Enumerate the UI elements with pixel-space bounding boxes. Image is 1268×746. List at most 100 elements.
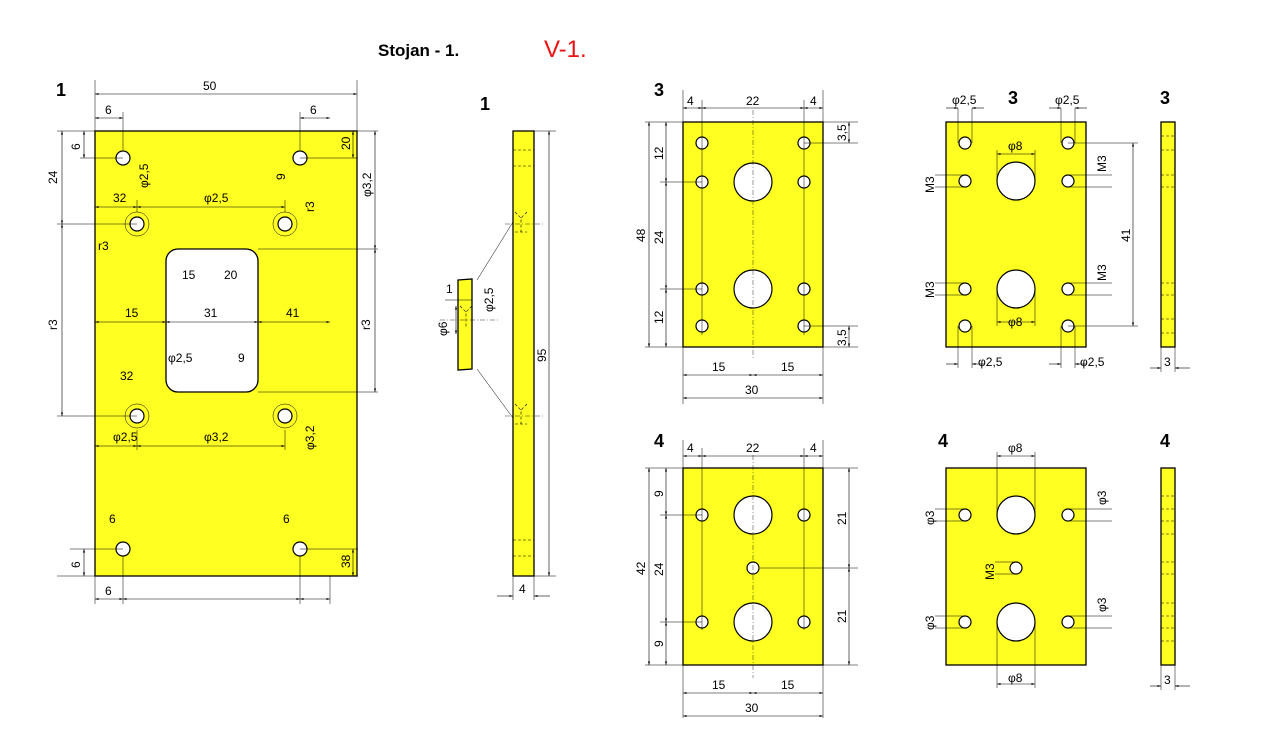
dim-label: 24: [652, 230, 666, 244]
part-4-front-view-b: 4 φ8 φ3 φ3 M3 φ3 φ3 φ8: [923, 431, 1112, 688]
part-1-side-view: 1 1 φ2,5 φ6 95 4: [436, 94, 556, 600]
dim-label: φ3: [923, 510, 937, 525]
dim-label: M3: [1095, 155, 1109, 172]
dim-label: 3,5: [835, 329, 849, 346]
part-label: 3: [1160, 88, 1170, 108]
dim-label: 9: [238, 351, 245, 365]
dim-label: 4: [810, 441, 817, 455]
dim-label: φ2,5: [137, 163, 151, 188]
dim-label: 9: [652, 640, 666, 647]
dim-label: φ6: [436, 321, 450, 336]
dim-label: 22: [746, 441, 760, 455]
dim-label: 24: [652, 562, 666, 576]
dim-label: 12: [652, 310, 666, 324]
dim-label: φ3,2: [303, 425, 317, 450]
dim-label: φ2,5: [952, 93, 977, 107]
dim-label: φ8: [1008, 671, 1023, 685]
dim-label: 6: [283, 512, 290, 526]
dim-label: 1: [446, 282, 453, 296]
part-3-front-view-b: 3: [923, 88, 1138, 369]
dim-label: 4: [687, 441, 694, 455]
countersink-detail: [457, 278, 473, 371]
dim-label: 15: [125, 306, 139, 320]
dim-label: 30: [745, 701, 759, 715]
dim-label: 6: [310, 103, 317, 117]
dim-label: 20: [339, 136, 353, 150]
dim-label: 32: [113, 191, 127, 205]
dim-label: φ2,5: [1080, 355, 1105, 369]
dim-label: 42: [634, 561, 648, 575]
part-label: 4: [938, 431, 948, 451]
part-3-front-view-a: 3 4: [634, 80, 858, 404]
dim-label: r3: [359, 319, 373, 330]
dim-label: 9: [652, 490, 666, 497]
dim-label: 31: [204, 306, 218, 320]
dim-label: 6: [69, 561, 83, 568]
part-4-front-view-a: 4 4 22 4 9: [634, 431, 858, 718]
dim-label: r3: [303, 201, 317, 212]
dim-label: 12: [652, 146, 666, 160]
part-label: 4: [1160, 431, 1170, 451]
plate-side-outline: [1160, 121, 1176, 348]
dim-label: φ2,5: [1055, 93, 1080, 107]
dim-label: 4: [810, 94, 817, 108]
dim-label: M3: [983, 563, 997, 580]
dim-label: 9: [274, 173, 288, 180]
dim-label: φ3: [923, 615, 937, 630]
dim-label: 50: [203, 79, 217, 93]
drawing-title: Stojan - 1.: [378, 41, 459, 60]
dim-label: 4: [519, 582, 526, 596]
dim-label: φ3: [1095, 490, 1109, 505]
dim-label: φ2,5: [482, 287, 496, 312]
dim-label: r3: [98, 239, 109, 253]
dim-label: M3: [923, 281, 937, 298]
dim-label: φ3,2: [204, 430, 229, 444]
dim-label: 6: [109, 512, 116, 526]
dim-label: φ2,5: [978, 355, 1003, 369]
part-1-front-view: 1: [46, 79, 378, 604]
dim-label: 6: [105, 103, 112, 117]
window-cutout: [165, 248, 259, 393]
part-label: 3: [1008, 88, 1018, 108]
dim-label: 4: [687, 94, 694, 108]
dim-label: 3: [1164, 355, 1171, 369]
dim-label: 32: [120, 369, 134, 383]
dim-label: φ3,2: [360, 172, 374, 197]
dim-label: 21: [835, 511, 849, 525]
dim-label: φ2,5: [204, 191, 229, 205]
part-label: 3: [654, 80, 664, 100]
part-label: 4: [654, 431, 664, 451]
dim-label: 3: [1164, 673, 1171, 687]
dim-label: φ8: [1008, 441, 1023, 455]
dim-label: 48: [634, 228, 648, 242]
dim-label: 15: [781, 360, 795, 374]
dim-label: 15: [712, 360, 726, 374]
revision-mark: V-1.: [544, 36, 587, 63]
dim-label: 20: [224, 268, 238, 282]
dim-label: 21: [835, 609, 849, 623]
dim-label: φ2,5: [168, 351, 193, 365]
part-label: 1: [480, 94, 490, 114]
dim-label: 41: [286, 306, 300, 320]
dim-label: 41: [1119, 228, 1133, 242]
dim-label: 6: [105, 584, 112, 598]
dim-label: 38: [339, 554, 353, 568]
plate-side-outline: [512, 130, 535, 577]
dim-label: 15: [781, 678, 795, 692]
part-4-side-view: 4 3: [1150, 431, 1190, 690]
plate-outline: [945, 121, 1087, 348]
dim-label: φ8: [1008, 315, 1023, 329]
part-label: 1: [56, 80, 66, 100]
dim-label: 24: [46, 170, 60, 184]
dim-label: r3: [46, 319, 60, 330]
dim-label: φ8: [1008, 139, 1023, 153]
dim-label: 22: [746, 94, 760, 108]
dim-label: M3: [1095, 264, 1109, 281]
dim-label: 15: [182, 268, 196, 282]
dim-label: φ3: [1095, 597, 1109, 612]
dim-label: 6: [69, 143, 83, 150]
plate-side-outline: [1160, 467, 1176, 666]
dim-label: M3: [923, 176, 937, 193]
dim-label: φ2,5: [113, 430, 138, 444]
